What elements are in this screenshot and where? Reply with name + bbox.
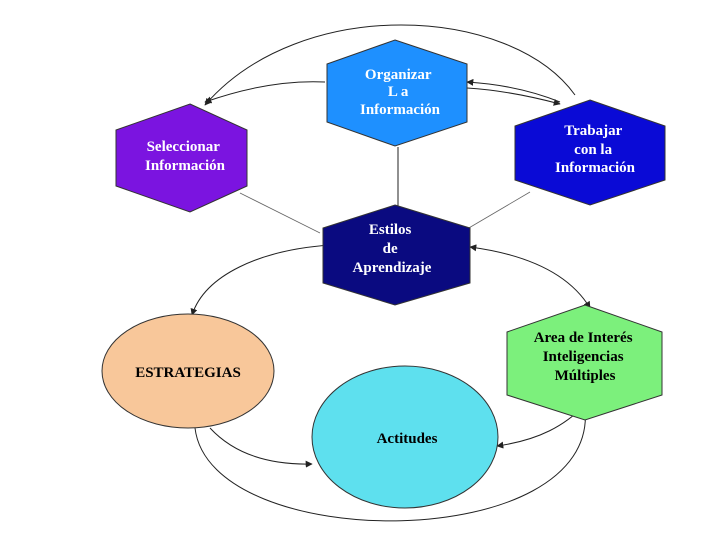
- arrow-outer-top: [204, 24, 576, 106]
- arrow-organizar-trabajar: [466, 87, 561, 106]
- node-area-label: Area de Interés Inteligencias Múltiples: [534, 330, 637, 384]
- node-area-shape: [506, 304, 663, 421]
- arrow-estilos-area: [469, 244, 591, 309]
- node-estilos-shape: [322, 204, 471, 306]
- node-actitudes-shape: [311, 365, 499, 509]
- node-actitudes-label: Actitudes: [377, 431, 438, 447]
- node-estrategias-shape: [101, 313, 275, 429]
- node-estilos-label: Estilos de Aprendizaje: [353, 222, 432, 276]
- line-seleccionar-estilos: [239, 192, 321, 234]
- arrow-organizar-seleccionar: [204, 81, 326, 104]
- node-estrategias-label: ESTRATEGIAS: [135, 365, 241, 381]
- node-trabajar-shape: [514, 99, 666, 206]
- arrow-trabajar-organizar: [466, 78, 561, 103]
- arrow-estilos-estrategias: [190, 244, 331, 316]
- arrow-estrategias-actitudes: [209, 427, 313, 468]
- node-seleccionar-shape: [115, 103, 248, 213]
- node-organizar-label: Organizar L a Información: [360, 67, 441, 118]
- line-trabajar-estilos: [461, 191, 531, 233]
- node-trabajar-label: Trabajar con la Información: [555, 123, 636, 176]
- node-organizar-shape: [326, 39, 468, 147]
- node-seleccionar-label: Seleccionar Información: [145, 139, 226, 174]
- arrow-outer-bottom: [194, 407, 590, 522]
